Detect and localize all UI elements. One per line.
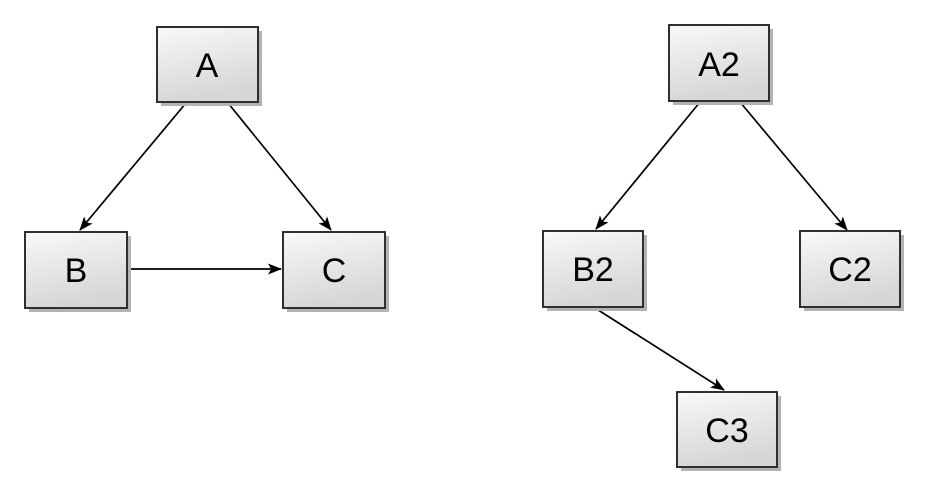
node-label: A2 (698, 46, 740, 84)
edge-B2-to-C3[interactable] (594, 307, 725, 391)
node-label: B (65, 252, 88, 290)
node-A[interactable]: A (156, 26, 262, 106)
node-box[interactable] (799, 230, 901, 308)
node-A2[interactable]: A2 (668, 24, 773, 105)
node-label: C (322, 252, 347, 290)
edge-A2-to-C2[interactable] (739, 101, 848, 231)
node-label: A (196, 47, 219, 85)
node-B[interactable]: B (24, 231, 131, 312)
node-box[interactable] (542, 230, 644, 308)
node-box[interactable] (282, 231, 386, 309)
node-box[interactable] (676, 391, 778, 468)
node-box[interactable] (156, 26, 259, 103)
node-box[interactable] (24, 231, 128, 309)
node-label: B2 (572, 251, 614, 289)
node-C[interactable]: C (282, 231, 389, 312)
edge-A2-to-B2[interactable] (595, 101, 701, 230)
edge-A-to-C[interactable] (227, 102, 332, 231)
edge-layer (79, 101, 848, 391)
edge-A-to-B[interactable] (79, 102, 187, 231)
node-B2[interactable]: B2 (542, 230, 647, 311)
node-C2[interactable]: C2 (799, 230, 904, 311)
node-label: C3 (705, 412, 748, 450)
node-C3[interactable]: C3 (676, 391, 781, 471)
node-label: C2 (828, 251, 871, 289)
node-box[interactable] (668, 24, 770, 102)
